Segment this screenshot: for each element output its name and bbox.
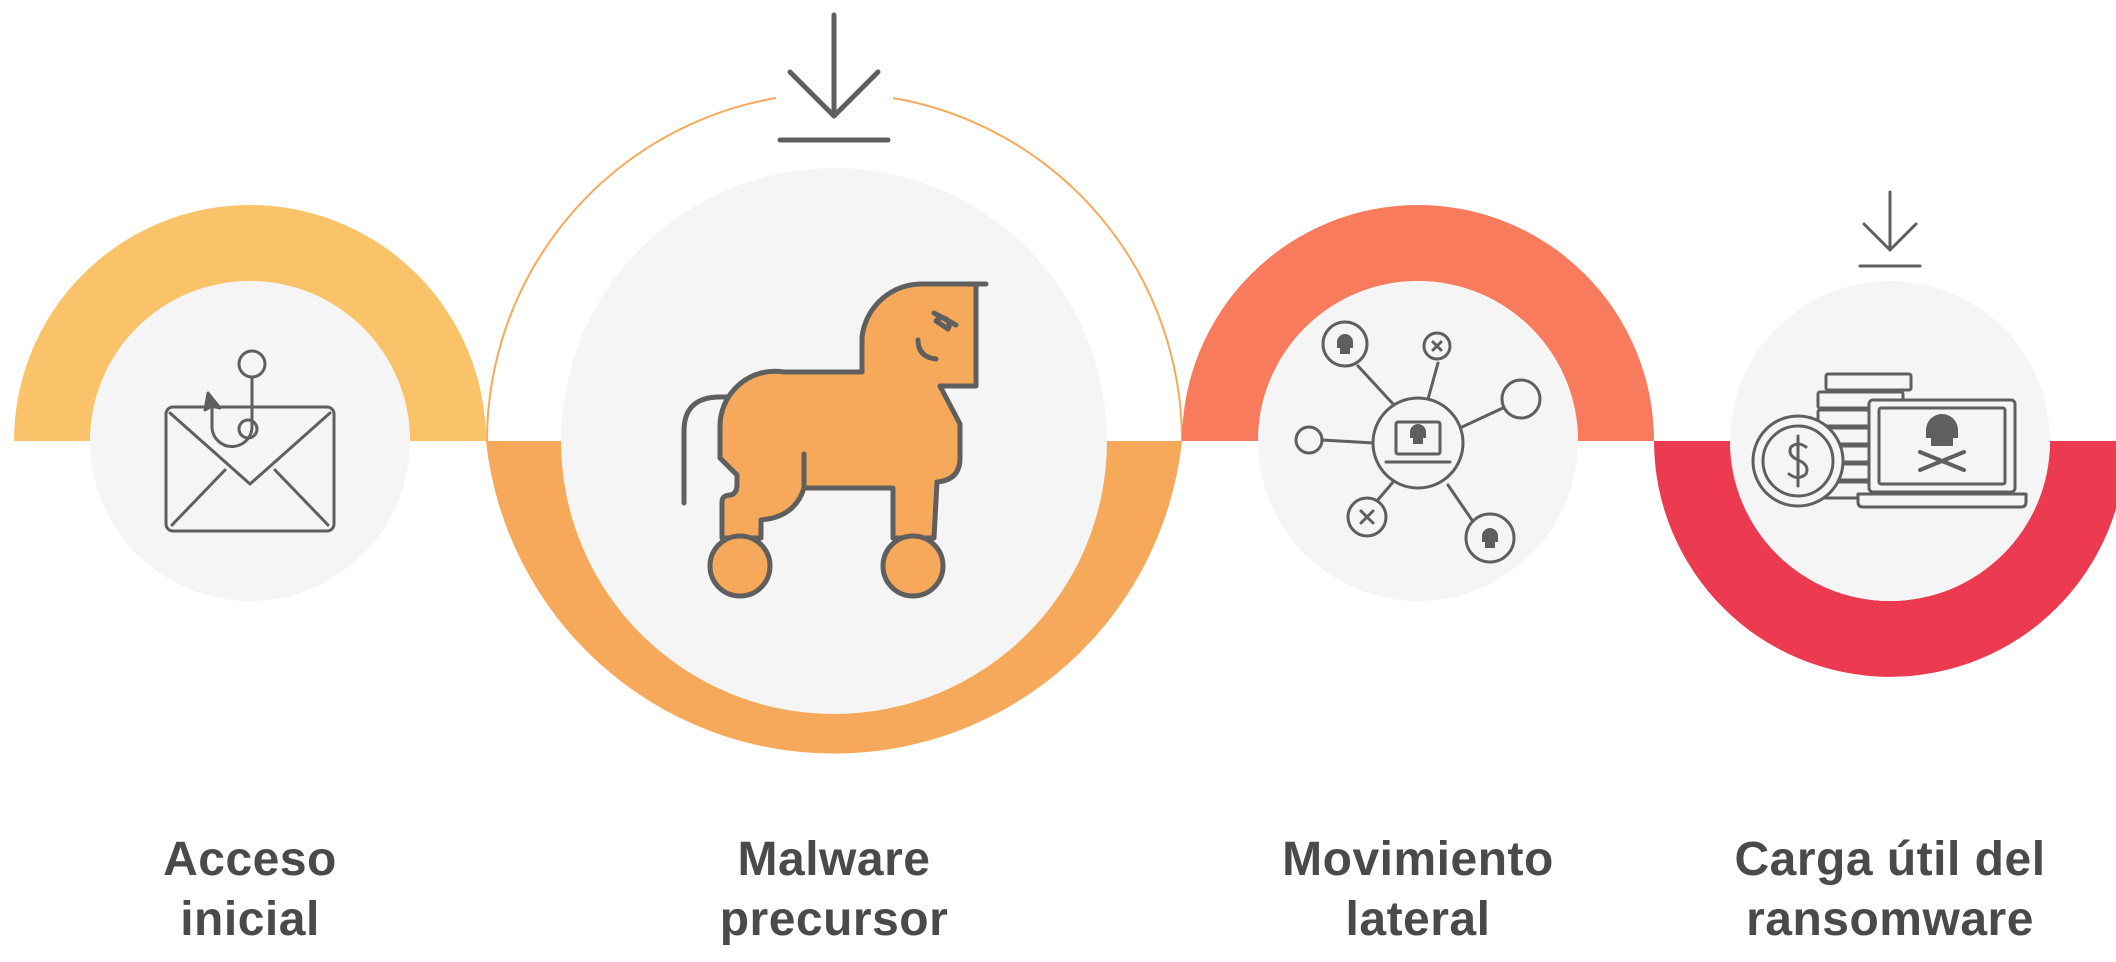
trojan-horse-icon [681, 281, 989, 599]
stage-2-outline-arc-right [892, 97, 1183, 442]
download-arrow-icon [777, 12, 891, 143]
stage-label-line2: lateral [1345, 893, 1491, 946]
stage-label-line2: precursor [719, 893, 949, 946]
stage-label-line1: Carga útil del [1734, 833, 2046, 886]
stage-precursor-malware [486, 12, 1183, 754]
network-spread-icon [1294, 320, 1542, 564]
stage-label-ransomware-payload: Carga útil del ransomware [1670, 830, 2110, 950]
stage-4-tail-band [2050, 441, 2116, 449]
stage-label-precursor-malware: Malware precursor [614, 830, 1054, 950]
stage-4-arc [1654, 441, 2116, 677]
stage-3-arc [1182, 205, 1654, 441]
stage-ransomware-payload [1654, 190, 2116, 677]
stage-1-arc [14, 205, 486, 441]
stage-2-arc [486, 441, 1182, 754]
download-arrow-icon [1858, 190, 1922, 268]
ransomware-payload-icon [1751, 372, 2028, 509]
stage-label-line2: ransomware [1746, 893, 2034, 946]
stage-2-outline-arc-left [486, 97, 777, 442]
stage-label-line2: inicial [180, 893, 320, 946]
stage-lateral-movement [1182, 205, 1654, 601]
stage-label-line1: Acceso [163, 833, 337, 886]
stage-label-initial-access: Acceso inicial [30, 830, 470, 950]
stage-label-line1: Malware [737, 833, 931, 886]
stage-initial-access [14, 205, 486, 601]
stage-label-line1: Movimiento [1282, 833, 1554, 886]
phishing-email-icon [164, 349, 336, 533]
stage-label-lateral-movement: Movimiento lateral [1198, 830, 1638, 950]
